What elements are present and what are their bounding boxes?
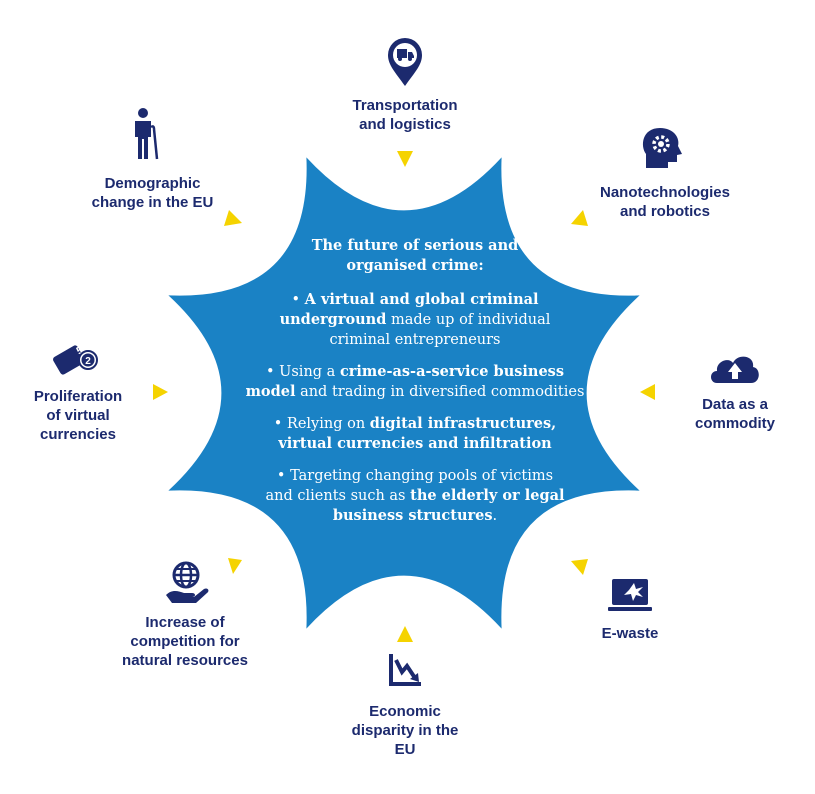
- head-gear-icon: [642, 128, 682, 168]
- label-ewaste: E-waste: [601, 625, 659, 642]
- arrow-resources: [228, 558, 242, 574]
- center-text-block: The future of serious and organised crim…: [225, 236, 605, 538]
- center-point-4: • Targeting changing pools of victims an…: [265, 468, 565, 524]
- declining-chart-icon: [389, 654, 421, 686]
- broken-monitor-icon: [608, 579, 652, 611]
- arrow-transport: [397, 151, 413, 167]
- arrow-currencies: [153, 384, 168, 400]
- arrows-group: [153, 151, 655, 642]
- elderly-person-icon: [135, 108, 159, 160]
- center-point-2: • Using a crime-as-a-service business mo…: [245, 363, 585, 400]
- arrow-economic: [397, 626, 413, 642]
- arrow-ewaste: [571, 559, 588, 575]
- truck-pin-icon: [388, 38, 422, 86]
- central-star-shape: [168, 157, 640, 629]
- center-point-1: • A virtual and global criminal undergro…: [279, 291, 551, 348]
- center-point-3: • Relying on digital infrastructures, vi…: [273, 415, 557, 452]
- center-title: The future of serious and organised crim…: [311, 237, 519, 274]
- globe-hand-icon: [166, 561, 209, 603]
- arrow-demographic: [224, 210, 242, 226]
- arrow-nano: [571, 210, 588, 226]
- arrow-data: [640, 384, 655, 400]
- cloud-upload-icon: [711, 356, 759, 383]
- coins-icon: 50 2: [53, 341, 98, 375]
- coin-label-2: 2: [85, 356, 91, 367]
